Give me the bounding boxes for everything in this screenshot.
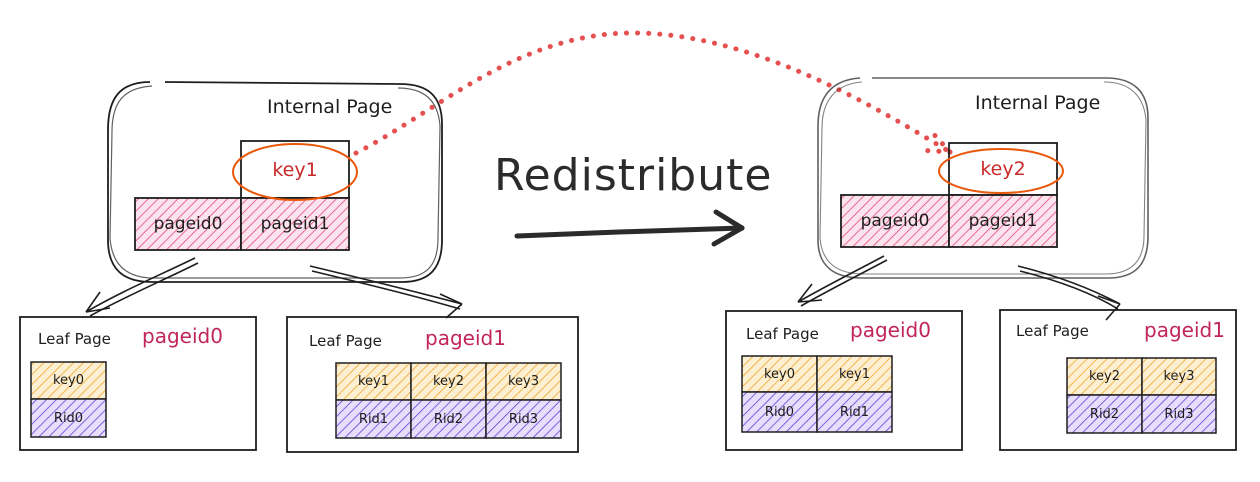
right-leaf0-title: Leaf Page (746, 325, 819, 343)
right-leaf1-pid: pageid1 (1144, 318, 1225, 342)
left-leaf0-title: Leaf Page (38, 330, 111, 348)
right-child-arrows (797, 255, 1121, 321)
left-leaf1-key2: key2 (432, 374, 465, 389)
right-leaf0 (725, 310, 963, 451)
right-pageid0-cell (840, 194, 950, 248)
left-internal-key: key1 (272, 158, 318, 181)
left-leaf0-pid: pageid0 (142, 324, 223, 348)
right-leaf1-key2: key2 (1088, 369, 1121, 384)
left-pageid1-cell (240, 197, 350, 251)
left-internal-page (107, 81, 443, 283)
right-leaf0-pid: pageid0 (850, 318, 931, 342)
right-internal-title: Internal Page (975, 92, 1101, 114)
left-leaf0-key0: key0 (52, 373, 85, 388)
right-key-highlight (938, 148, 1064, 194)
right-leaf0-rid0: Rid0 (764, 404, 795, 420)
right-internal-page (817, 77, 1149, 279)
left-internal-title: Internal Page (267, 96, 393, 118)
left-pageid0-label: pageid0 (153, 214, 223, 234)
right-leaf0-key0: key0 (763, 366, 796, 382)
redistribute-arrow (514, 209, 745, 247)
right-pageid0-label: pageid0 (860, 211, 930, 231)
left-leaf1 (286, 316, 579, 453)
right-leaf1-title: Leaf Page (1016, 322, 1089, 340)
left-leaf1-key1: key1 (357, 374, 390, 389)
left-leaf0 (19, 316, 257, 451)
right-leaf1 (999, 309, 1237, 451)
left-leaf1-title: Leaf Page (309, 332, 382, 350)
right-pageid1-label: pageid1 (968, 211, 1038, 231)
left-leaf1-rid3: Rid3 (508, 411, 539, 427)
left-leaf1-rid1: Rid1 (358, 411, 389, 427)
left-child-arrows (85, 257, 463, 319)
left-leaf1-rid2: Rid2 (433, 411, 464, 427)
right-leaf0-rid1: Rid1 (839, 404, 870, 420)
left-pageid1-label: pageid1 (260, 214, 330, 234)
redistribute-label: Redistribute (494, 150, 773, 201)
left-pageid0-cell (134, 197, 242, 251)
right-leaf1-key3: key3 (1163, 369, 1195, 384)
left-key-highlight (232, 143, 358, 201)
right-pageid1-cell (948, 194, 1058, 248)
left-leaf1-pid: pageid1 (425, 326, 506, 350)
right-leaf1-rid2: Rid2 (1089, 406, 1120, 422)
left-leaf1-key3: key3 (507, 374, 540, 389)
right-internal-key: key2 (980, 158, 1026, 180)
left-leaf0-rid0: Rid0 (53, 410, 84, 426)
dotted-move-arrow (353, 30, 953, 156)
right-leaf0-key1: key1 (838, 366, 871, 382)
right-leaf1-rid3: Rid3 (1164, 406, 1194, 422)
